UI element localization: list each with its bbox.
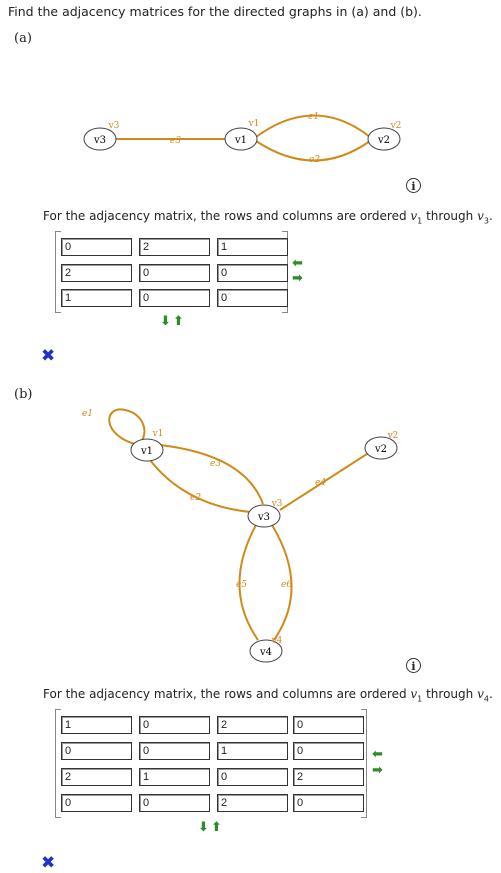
matrix-b-cell-1-1[interactable]: 1	[61, 716, 132, 734]
graph-a: v3 v3 v1 v1 v2 v2 e3 e1 e2	[83, 112, 402, 165]
incorrect-x-icon-b: ✖	[41, 853, 56, 873]
edge-e6	[271, 524, 293, 641]
matrix-b-cell-4-3[interactable]: 2	[217, 794, 288, 812]
matrix-a-cell-2-3[interactable]: 0	[217, 264, 288, 282]
matrix-b-cell-2-1[interactable]: 0	[61, 742, 132, 760]
info-icon-a[interactable]: i	[406, 178, 421, 193]
matrix-b-right-bracket	[361, 709, 367, 818]
question-prompt: Find the adjacency matrices for the dire…	[8, 4, 422, 19]
edge-e2	[255, 140, 371, 162]
edge-e4	[279, 451, 371, 511]
svg-text:v1: v1	[234, 135, 247, 146]
node-v4: v4 v4	[249, 636, 283, 663]
info-icon-b[interactable]: i	[406, 658, 421, 673]
svg-text:v1: v1	[140, 446, 153, 457]
node-v2: v2 v2	[364, 431, 399, 460]
svg-text:v2: v2	[374, 444, 387, 455]
svg-text:v3: v3	[108, 121, 120, 131]
svg-text:v2: v2	[377, 135, 390, 146]
matrix-b-cell-4-4[interactable]: 0	[293, 794, 364, 812]
node-v1: v1 v1	[224, 119, 260, 151]
edge-e2	[149, 459, 251, 513]
edge-e3	[159, 444, 264, 505]
matrix-b-cell-4-2[interactable]: 0	[139, 794, 210, 812]
up-arrow-icon[interactable]: ⬆	[211, 820, 222, 835]
matrix-b-cell-4-1[interactable]: 0	[61, 794, 132, 812]
matrix-b-left-bracket	[55, 709, 61, 818]
matrix-b-cell-2-4[interactable]: 0	[293, 742, 364, 760]
edge-e1	[108, 408, 146, 446]
node-v2: v2 v2	[367, 121, 402, 151]
matrix-b-cell-1-2[interactable]: 0	[139, 716, 210, 734]
matrix-b-cell-1-3[interactable]: 2	[217, 716, 288, 734]
edge-label-e2: e2	[190, 493, 201, 503]
edge-e5	[238, 524, 259, 641]
part-a-label: (a)	[14, 31, 32, 46]
svg-text:v4: v4	[259, 647, 272, 658]
down-arrow-icon[interactable]: ⬇	[198, 820, 209, 835]
matrix-b-cell-3-4[interactable]: 2	[293, 768, 364, 786]
svg-text:v4: v4	[271, 636, 283, 646]
matrix-a-cell-3-2[interactable]: 0	[139, 289, 210, 307]
matrix-a-cell-1-3[interactable]: 1	[217, 238, 288, 256]
part-b-label: (b)	[14, 387, 33, 402]
matrix-b-cell-2-2[interactable]: 0	[139, 742, 210, 760]
matrix-a-left-bracket	[55, 231, 61, 313]
matrix-a-cell-2-1[interactable]: 2	[61, 264, 132, 282]
matrix-a-cell-3-3[interactable]: 0	[217, 289, 288, 307]
edge-label-e2: e2	[309, 155, 320, 165]
node-v1: v1 v1	[130, 429, 164, 462]
incorrect-x-icon-a: ✖	[41, 346, 56, 366]
svg-text:v2: v2	[390, 121, 402, 131]
matrix-a-cell-3-1[interactable]: 1	[61, 289, 132, 307]
svg-text:v3: v3	[271, 499, 283, 509]
edge-label-e5: e5	[236, 580, 247, 590]
svg-text:v3: v3	[257, 512, 270, 523]
matrix-b-cell-2-3[interactable]: 1	[217, 742, 288, 760]
svg-text:v3: v3	[93, 135, 106, 146]
up-arrow-icon[interactable]: ⬆	[173, 314, 184, 329]
matrix-a-cell-1-2[interactable]: 2	[139, 238, 210, 256]
matrix-b-cell-1-4[interactable]: 0	[293, 716, 364, 734]
matrix-b-cell-3-2[interactable]: 1	[139, 768, 210, 786]
left-arrow-icon[interactable]: ⬅	[372, 747, 383, 762]
matrix-b-cell-3-1[interactable]: 2	[61, 768, 132, 786]
order-statement-a: For the adjacency matrix, the rows and c…	[43, 209, 493, 226]
edge-label-e3: e3	[210, 459, 221, 469]
edge-e1	[255, 114, 371, 138]
svg-text:v2: v2	[387, 431, 399, 441]
matrix-b-cell-3-3[interactable]: 0	[217, 768, 288, 786]
edge-label-e1: e1	[308, 112, 319, 122]
svg-text:v1: v1	[152, 429, 164, 439]
down-arrow-icon[interactable]: ⬇	[160, 314, 171, 329]
graph-b: v1 v1 v2 v2 v3 v3 v4 v4 e1 e2 e3 e4 e5 e…	[82, 408, 399, 663]
left-arrow-icon[interactable]: ⬅	[292, 256, 303, 271]
right-arrow-icon[interactable]: ➡	[372, 763, 383, 778]
edge-label-e4: e4	[315, 478, 326, 488]
node-v3: v3 v3	[83, 121, 120, 151]
matrix-a-cell-1-1[interactable]: 0	[61, 238, 132, 256]
node-v3: v3 v3	[247, 499, 283, 528]
right-arrow-icon[interactable]: ➡	[292, 271, 303, 286]
edge-label-e6: e6	[281, 580, 292, 590]
svg-text:v1: v1	[248, 119, 260, 129]
edge-label-e3: e3	[170, 136, 181, 146]
order-statement-b: For the adjacency matrix, the rows and c…	[43, 687, 493, 704]
matrix-a-cell-2-2[interactable]: 0	[139, 264, 210, 282]
edge-label-e1: e1	[82, 409, 93, 419]
